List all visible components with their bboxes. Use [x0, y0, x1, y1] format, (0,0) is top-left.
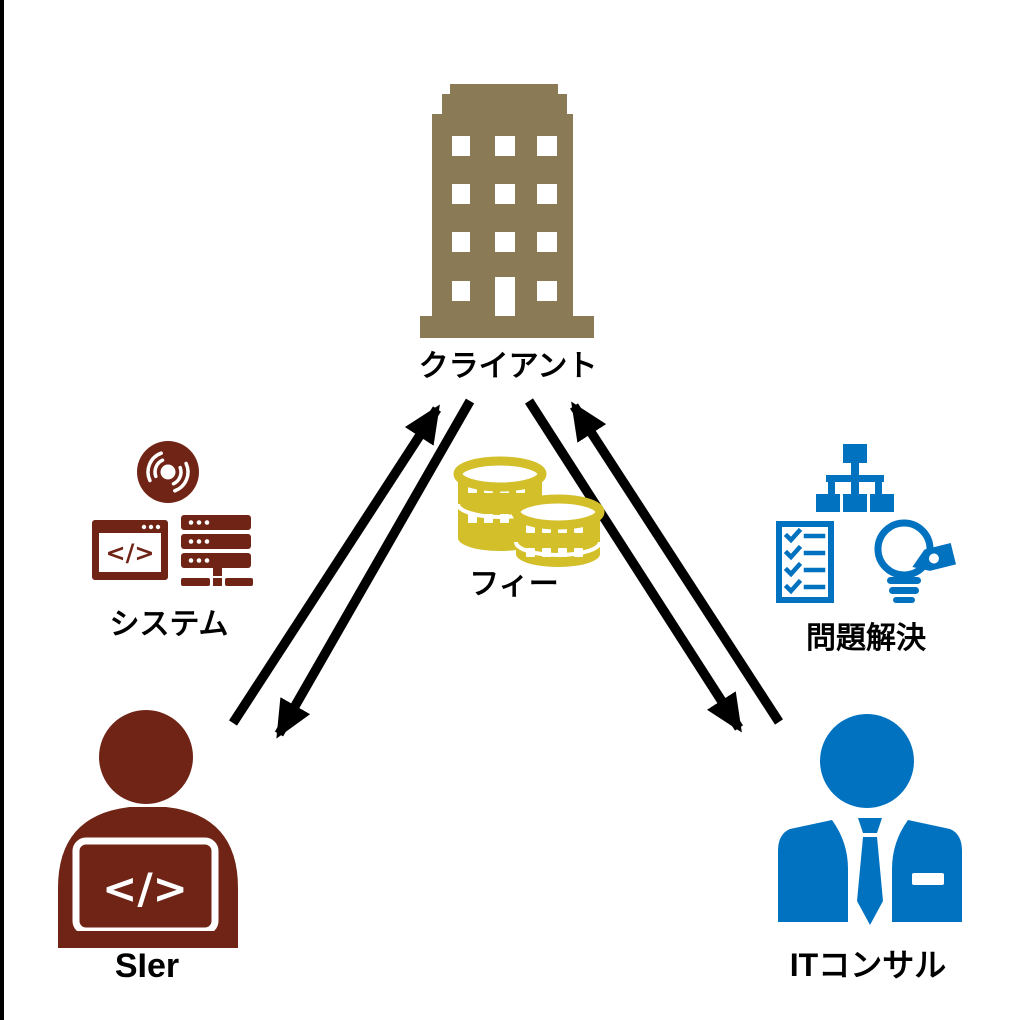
system-label: システム [109, 608, 229, 641]
fee-label: フィー [469, 568, 559, 601]
arrow-sier-to-client [229, 404, 441, 726]
sier-label: SIer [114, 947, 180, 985]
person-laptop-icon: </> [58, 710, 238, 948]
checklist-icon [776, 521, 834, 603]
code-glyph: </> [106, 539, 155, 567]
businessman-icon [778, 714, 962, 925]
server-icon [181, 515, 253, 586]
lightbulb-tag-icon [874, 519, 956, 603]
client-label: クライアント [418, 350, 598, 383]
building-icon [420, 84, 594, 338]
org-chart-icon [816, 444, 894, 512]
consultant-label: ITコンサル [789, 947, 947, 983]
arrow-client-to-sier [274, 398, 475, 739]
solution-label: 問題解決 [806, 622, 926, 655]
cd-icon [137, 441, 199, 503]
code-window-icon: </> [92, 520, 168, 580]
arrow-consultant-to-client [570, 401, 783, 725]
arrow-client-to-consultant [525, 398, 743, 733]
left-edge-bar [0, 0, 4, 1020]
laptop-code-glyph: </> [102, 864, 188, 913]
coins-icon [453, 456, 605, 567]
